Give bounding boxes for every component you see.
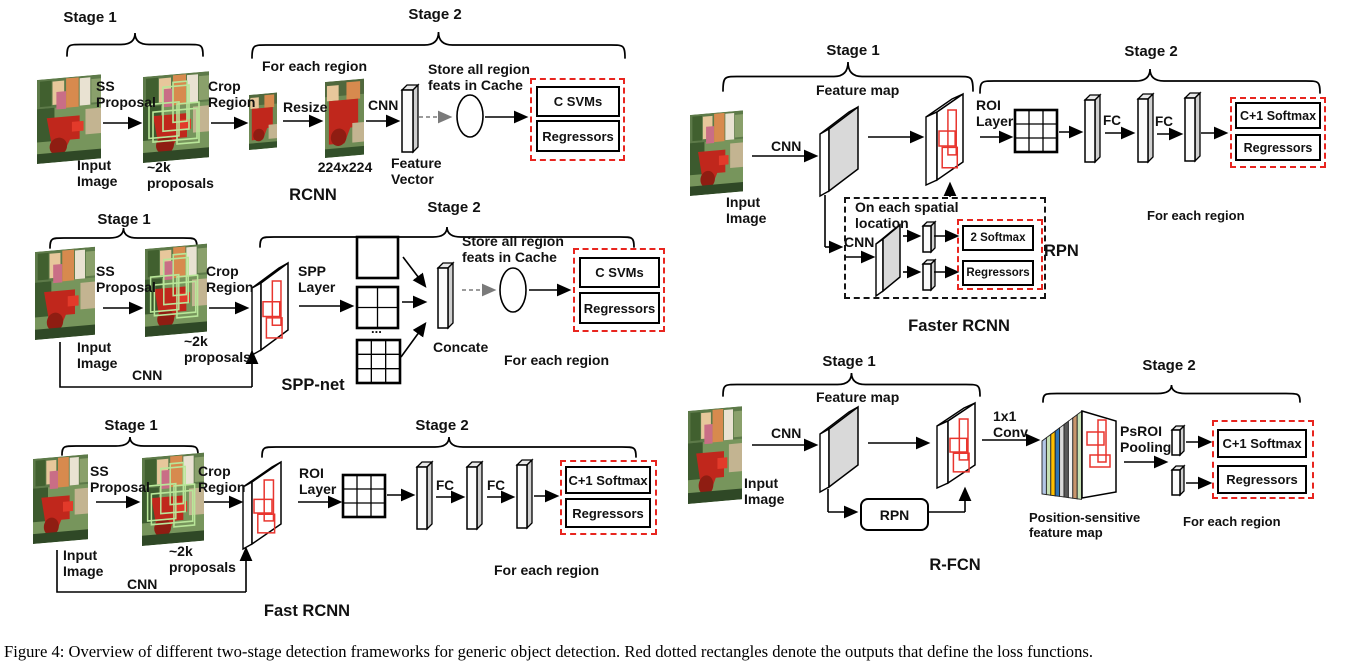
rcnn-proposals-label: ~2k proposals — [147, 159, 214, 191]
rcnn-224-label: 224x224 — [317, 159, 373, 175]
rcnn-for-each-region-label: For each region — [262, 58, 368, 74]
faster-rpn-dashed-box — [844, 197, 1046, 299]
spp-ss-proposal-label: SS Proposal — [96, 263, 156, 295]
spp-title: SPP-net — [281, 376, 345, 394]
fast-roi-layer-label: ROI Layer — [299, 465, 337, 497]
pooling-grids — [341, 108, 1059, 519]
rfcn-ps-feature-map-label: Position-sensitive feature map — [1029, 510, 1141, 540]
faster-loss-dashed-box — [1230, 97, 1326, 168]
spp-stage1-label: Stage 1 — [97, 211, 151, 228]
input-image-photo — [35, 246, 95, 340]
cache-ellipses — [456, 94, 527, 313]
faster-roi-layer-label: ROI Layer — [976, 97, 1014, 129]
feature-vectors — [400, 83, 1202, 531]
spp-svms-box: C SVMs — [579, 257, 660, 288]
faster-fc2-label: FC — [1155, 114, 1173, 129]
rcnn-feature-vector-label: Feature Vector — [391, 155, 442, 187]
rcnn-cnn-label: CNN — [368, 97, 399, 113]
rcnn-regressors-box: Regressors — [536, 120, 620, 152]
rcnn-crop-region-label: Crop Region — [208, 78, 256, 110]
fast-fc2-label: FC — [487, 478, 505, 493]
spp-for-each-region-label: For each region — [504, 352, 610, 368]
rfcn-feature-map-label: Feature map — [816, 389, 900, 405]
rfcn-for-each-region-label: For each region — [1183, 514, 1281, 529]
fast-proposals-label: ~2k proposals — [169, 543, 236, 575]
input-image-photo — [690, 110, 743, 196]
input-image-photo — [37, 74, 101, 164]
faster-rpn-regressors-box: Regressors — [962, 260, 1034, 286]
faster-rpn-cnn-label: CNN — [844, 234, 875, 250]
fast-for-each-region-label: For each region — [494, 562, 600, 578]
rfcn-input-image-label: Input Image — [744, 475, 785, 507]
rfcn-cnn-label: CNN — [771, 425, 802, 441]
spp-dots-label: ... — [371, 321, 382, 336]
position-sensitive-stack — [1041, 409, 1117, 500]
spp-layer-label: SPP Layer — [298, 263, 336, 295]
fast-softmax-box: C+1 Softmax — [565, 466, 651, 494]
fast-loss-dashed-box — [560, 460, 657, 535]
rfcn-loss-dashed-box — [1212, 420, 1314, 499]
faster-stage1-label: Stage 1 — [826, 42, 880, 59]
stage-braces — [49, 31, 1321, 458]
fast-stage1-label: Stage 1 — [104, 417, 158, 434]
input-image-photo — [325, 78, 364, 158]
rcnn-stage1-label: Stage 1 — [63, 9, 117, 26]
spp-input-image-label: Input Image — [77, 339, 118, 371]
faster-input-image-label: Input Image — [726, 194, 767, 226]
rfcn-stage1-label: Stage 1 — [822, 353, 876, 370]
diagram-graphics — [33, 31, 1321, 593]
rfcn-title: R-FCN — [929, 556, 981, 574]
faster-title: Faster RCNN — [908, 317, 1010, 335]
faster-fc1-label: FC — [1103, 113, 1121, 128]
faster-stage2-label: Stage 2 — [1124, 43, 1178, 60]
rfcn-regressors-box: Regressors — [1217, 465, 1307, 494]
spp-store-cache-label: Store all region feats in Cache — [462, 233, 564, 265]
rcnn-title: RCNN — [289, 186, 337, 204]
faster-on-each-spatial-label: On each spatial location — [855, 199, 959, 231]
spp-cnn-label: CNN — [132, 367, 163, 383]
feature-map-slabs — [242, 92, 976, 551]
rfcn-softmax-box: C+1 Softmax — [1217, 429, 1307, 458]
spp-loss-dashed-box — [573, 248, 665, 332]
rcnn-resize-label: Resize — [283, 99, 328, 115]
rcnn-svms-box: C SVMs — [536, 86, 620, 117]
spp-concate-label: Concate — [433, 339, 489, 355]
spp-crop-region-label: Crop Region — [206, 263, 254, 295]
figure-caption: Figure 4: Overview of different two-stag… — [4, 642, 1094, 661]
rcnn-store-cache-label: Store all region feats in Cache — [428, 61, 530, 93]
flow-arrows — [56, 110, 1229, 593]
faster-for-each-region-label: For each region — [1147, 208, 1245, 223]
faster-rpn-label: RPN — [1044, 242, 1079, 260]
fast-cnn-label: CNN — [127, 576, 158, 592]
rcnn-ss-proposal-label: SS Proposal — [96, 78, 156, 110]
fast-crop-region-label: Crop Region — [198, 463, 246, 495]
fast-title: Fast RCNN — [263, 602, 351, 620]
input-image-photo — [33, 454, 88, 544]
faster-regressors-box: Regressors — [1235, 134, 1321, 161]
faster-feature-map-label: Feature map — [816, 82, 900, 98]
rcnn-loss-dashed-box — [530, 78, 625, 161]
fast-input-image-label: Input Image — [63, 547, 104, 579]
rfcn-1x1-conv-label: 1x1 Conv — [993, 408, 1028, 440]
spp-stage2-label: Stage 2 — [427, 199, 481, 216]
fast-fc1-label: FC — [436, 478, 454, 493]
rcnn-input-image-label: Input Image — [77, 157, 118, 189]
spp-proposals-label: ~2k proposals — [184, 333, 251, 365]
faster-cnn-label: CNN — [771, 138, 802, 154]
rcnn-stage2-label: Stage 2 — [408, 6, 462, 23]
fast-regressors-box: Regressors — [565, 498, 651, 528]
input-image-photo — [688, 406, 742, 504]
faster-rpn-softmax-box: 2 Softmax — [962, 225, 1034, 251]
fast-ss-proposal-label: SS Proposal — [90, 463, 150, 495]
fast-stage2-label: Stage 2 — [415, 417, 469, 434]
rfcn-rpn-box: RPN — [860, 498, 929, 531]
faster-softmax-box: C+1 Softmax — [1235, 102, 1321, 129]
spp-regressors-box: Regressors — [579, 292, 660, 324]
faster-rpn-loss-dashed-box — [957, 219, 1043, 290]
rfcn-stage2-label: Stage 2 — [1142, 357, 1196, 374]
rfcn-psroi-pooling-label: PsROI Pooling — [1120, 423, 1172, 455]
